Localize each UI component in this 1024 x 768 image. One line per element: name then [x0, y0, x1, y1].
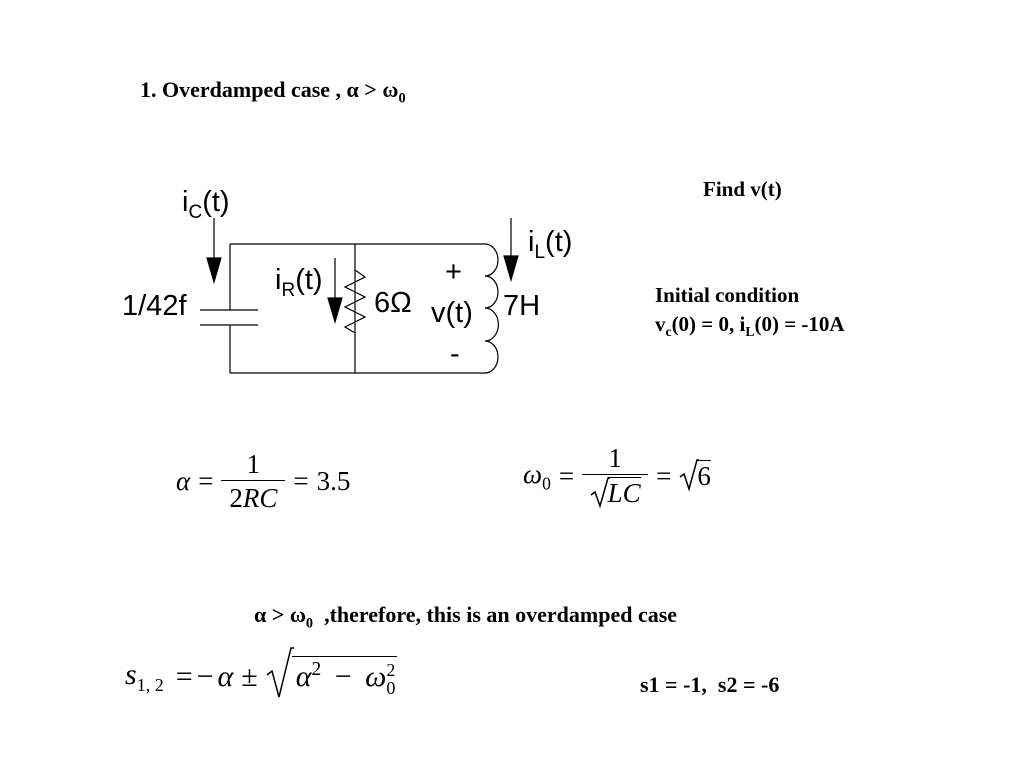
sqrt-icon: [266, 647, 294, 698]
sqrt-icon: [590, 477, 610, 509]
alpha-result: 3.5: [316, 466, 351, 496]
initial-values: vc(0) = 0, iL(0) = -10A: [655, 312, 845, 340]
s-symbol: s1, 2: [125, 657, 164, 695]
resistor-symbol: [343, 269, 367, 334]
omega-fraction: 1 LC: [582, 442, 649, 511]
inductor-symbol: [484, 243, 500, 374]
title-subscript: 0: [398, 90, 406, 107]
roots-result: s1 = -1, s2 = -6: [640, 672, 780, 697]
capacitor-label: 1/42f: [122, 290, 187, 322]
omega-result: 6: [679, 459, 711, 492]
page-title: 1. Overdamped case , α > ω0: [140, 77, 406, 107]
voltage-label: v(t): [431, 297, 473, 329]
omega-equation: ω0 = 1 LC = 6: [523, 442, 711, 511]
ir-label: iR(t): [275, 264, 323, 301]
initial-heading: Initial condition: [655, 283, 800, 307]
alpha-fraction: 1 2RC: [221, 448, 286, 515]
il-arrow-head: [503, 255, 519, 283]
voltage-plus: +: [445, 256, 462, 288]
initial-condition: Initial condition vc(0) = 0, iL(0) = -10…: [655, 281, 845, 346]
omega-symbol: ω0: [523, 458, 551, 494]
voltage-minus: -: [450, 338, 460, 370]
ic-label: iC(t): [182, 186, 230, 223]
capacitor-symbol: [200, 309, 258, 326]
sqrt-icon: [679, 459, 700, 492]
alpha-symbol: α: [176, 466, 191, 496]
find-label: Find v(t): [703, 177, 782, 201]
alpha-equation: α = 1 2RC = 3.5: [176, 448, 351, 515]
il-label: iL(t): [528, 226, 573, 263]
circuit-diagram: iC(t) iR(t) iL(t) 1/42f 6Ω + v(t) - 7H: [122, 186, 573, 374]
ir-arrow-head: [327, 297, 343, 325]
overdamped-statement: α > ω0 ,therefore, this is an overdamped…: [254, 602, 678, 632]
ic-arrow-head: [206, 257, 222, 285]
title-text: 1. Overdamped case , α > ω: [140, 77, 399, 102]
circuit-svg: [200, 218, 519, 374]
inductor-label: 7H: [503, 290, 541, 322]
resistor-label: 6Ω: [374, 287, 412, 319]
